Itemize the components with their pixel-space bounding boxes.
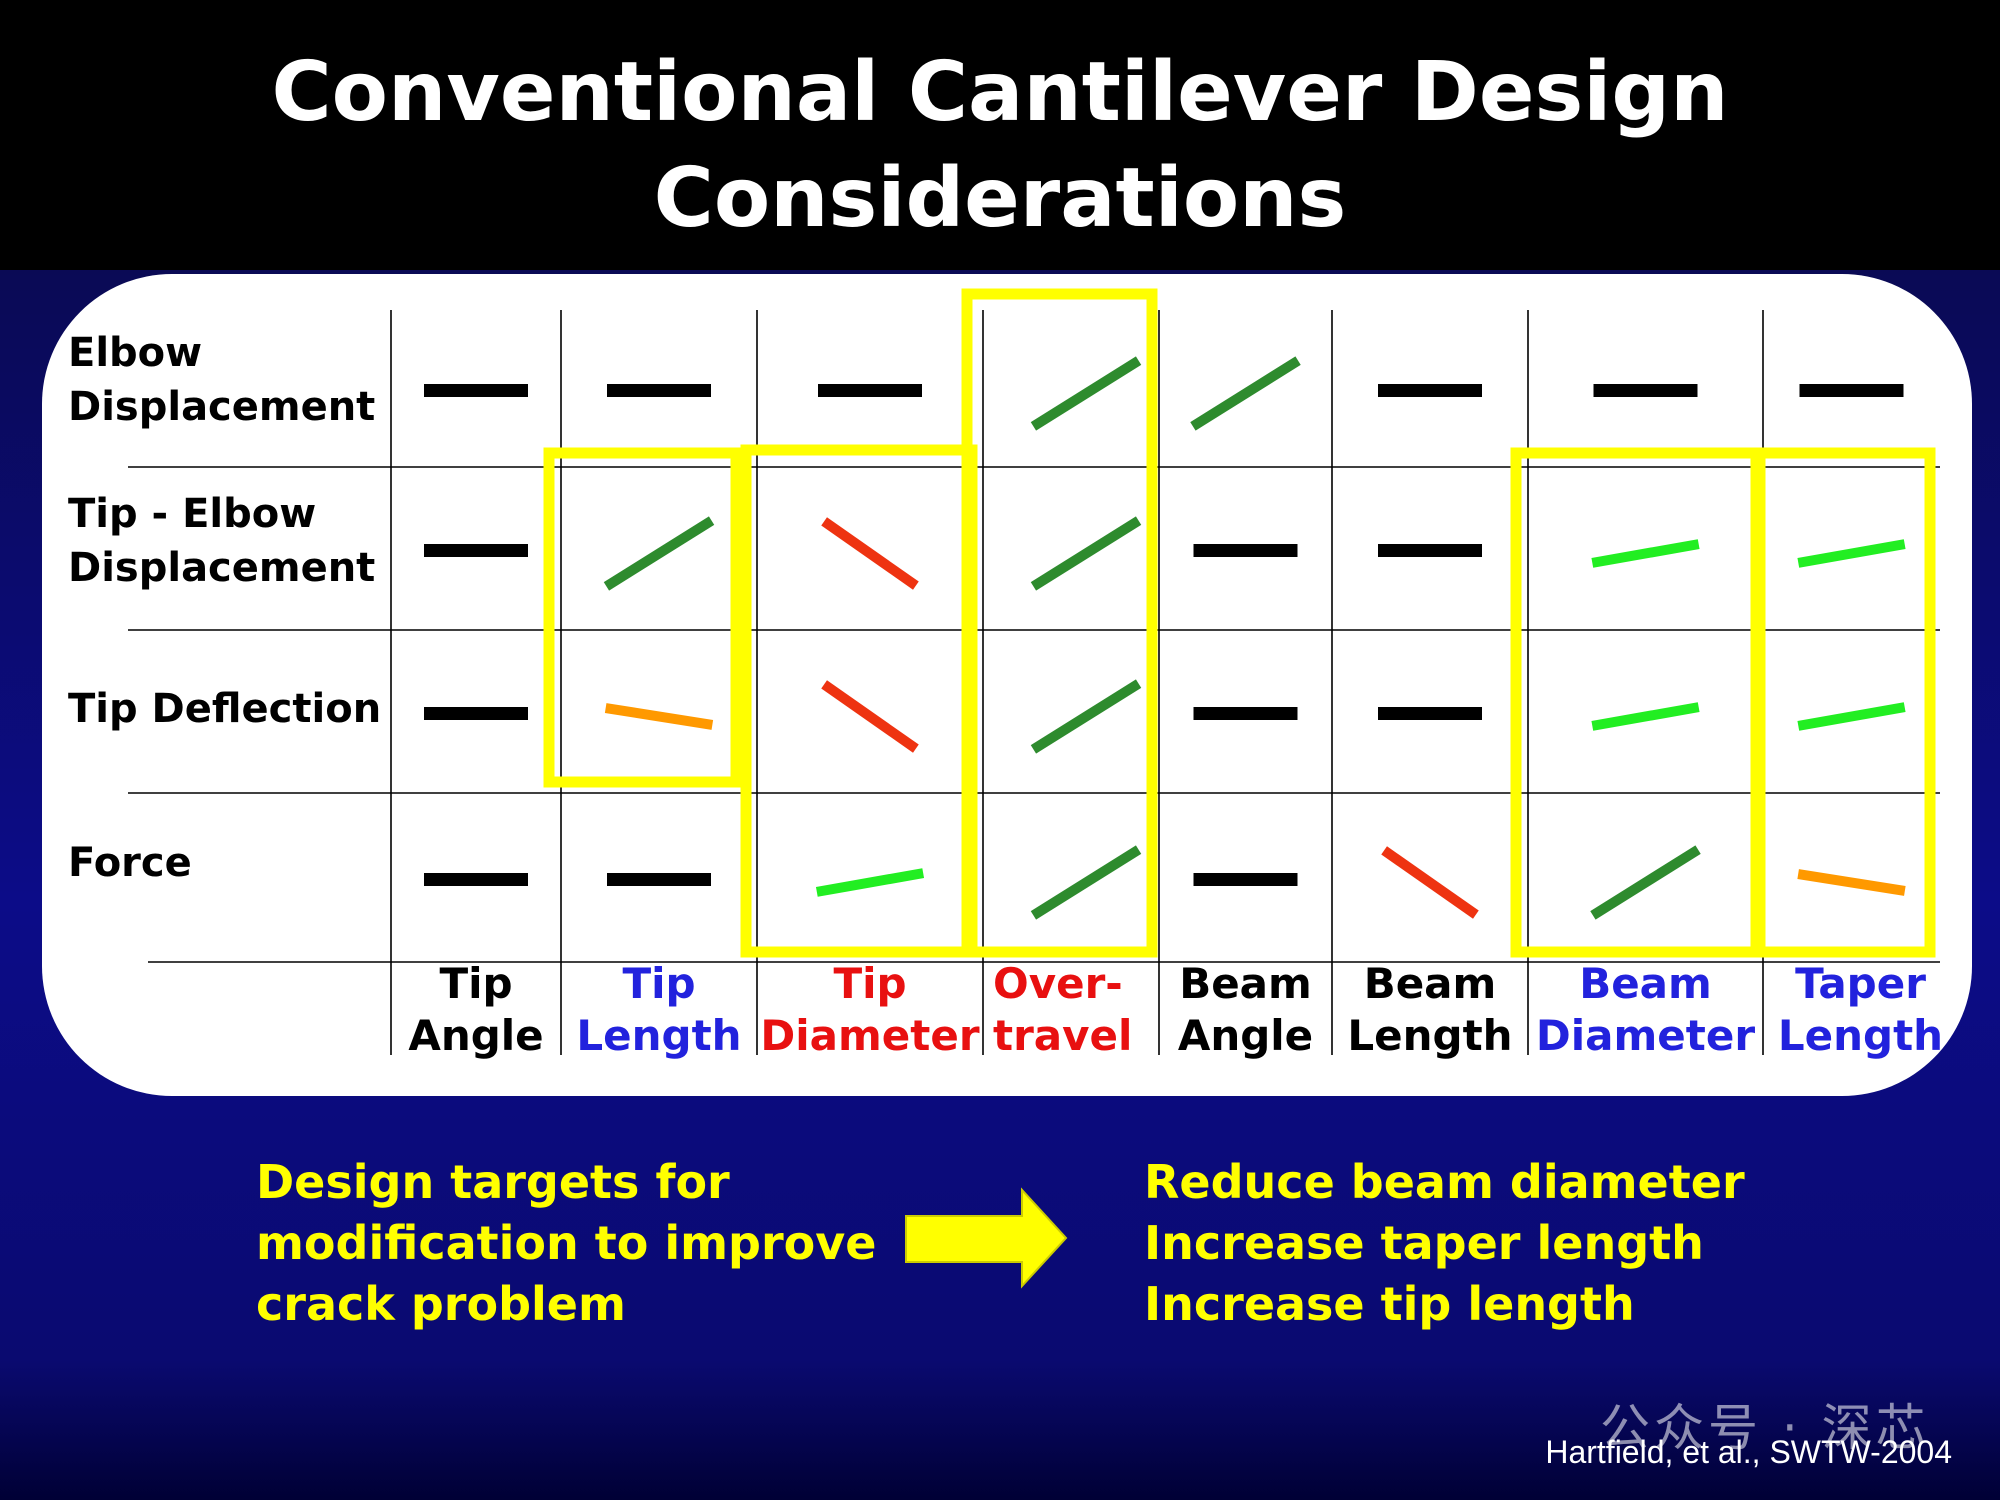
trend-mark-force-up (1590, 845, 1701, 920)
trend-mark-tip-elbow-displacement-up (603, 516, 715, 591)
title-line-1: Conventional Cantilever Design (271, 45, 1729, 140)
trend-mark-tip-deflection-slight_up (1797, 702, 1906, 731)
trend-mark-tip-elbow-displacement-up (1030, 516, 1142, 591)
trend-mark-tip-elbow-displacement-down (821, 517, 919, 590)
col-label-over-travel: Over- travel (993, 959, 1133, 1060)
col-label-taper-length: Taper Length (1777, 959, 1944, 1060)
design-targets-line-3: crack problem (256, 1277, 626, 1331)
trend-mark-tip-deflection-up (1030, 679, 1142, 754)
highlight-box (740, 444, 978, 958)
design-targets-line-1: Design targets for (256, 1155, 730, 1209)
trend-mark-force-slight_down (1797, 869, 1906, 896)
col-label-beam-diameter: Beam Diameter (1535, 959, 1756, 1060)
slide-title: Conventional Cantilever Design Considera… (0, 40, 2000, 252)
design-targets-line-2: modification to improve (256, 1216, 877, 1270)
col-label-tip-diameter: Tip Diameter (760, 959, 980, 1060)
col-label-tip-angle: Tip Angle (408, 959, 544, 1060)
recommendation-1: Reduce beam diameter (1144, 1155, 1745, 1209)
row-label-tip-elbow-displacement: Tip - Elbow Displacement (68, 491, 376, 591)
col-label-beam-length: Beam Length (1347, 959, 1513, 1060)
row-label-tip-deflection: Tip Deflection (68, 686, 382, 732)
trend-mark-tip-elbow-displacement-slight_up (1797, 539, 1906, 568)
row-label-force: Force (68, 840, 192, 886)
trend-mark-elbow-displacement-up (1030, 356, 1142, 431)
highlight-box (961, 288, 1158, 958)
highlight-box (543, 447, 742, 788)
trend-mark-tip-deflection-slight_down (604, 703, 714, 730)
trend-mark-tip-elbow-displacement-slight_up (1591, 539, 1700, 568)
design-targets-text: Design targets for modification to impro… (256, 1152, 876, 1335)
highlight-box (1510, 447, 1762, 958)
citation: Hartfield, et al., SWTW-2004 (1545, 1434, 1952, 1470)
table-panel (42, 274, 1972, 1096)
title-line-2: Considerations (653, 151, 1347, 246)
row-label-elbow-displacement: Elbow Displacement (68, 330, 376, 430)
trend-mark-force-slight_up (815, 868, 925, 897)
trend-mark-tip-deflection-slight_up (1591, 702, 1700, 731)
trend-mark-elbow-displacement-up (1190, 356, 1301, 431)
trend-mark-force-down (1381, 846, 1479, 919)
trend-mark-force-up (1030, 845, 1142, 920)
trend-mark-tip-deflection-down (821, 680, 919, 753)
col-label-tip-length: Tip Length (576, 959, 742, 1060)
watermark-logo: 公众号 · 深芯 (1600, 1399, 1930, 1457)
recommendations-text: Reduce beam diameter Increase taper leng… (1144, 1152, 1745, 1335)
col-label-beam-angle: Beam Angle (1177, 959, 1314, 1060)
recommendation-2: Increase taper length (1144, 1216, 1704, 1270)
highlight-box (1754, 447, 1936, 958)
recommendation-3: Increase tip length (1144, 1277, 1635, 1331)
